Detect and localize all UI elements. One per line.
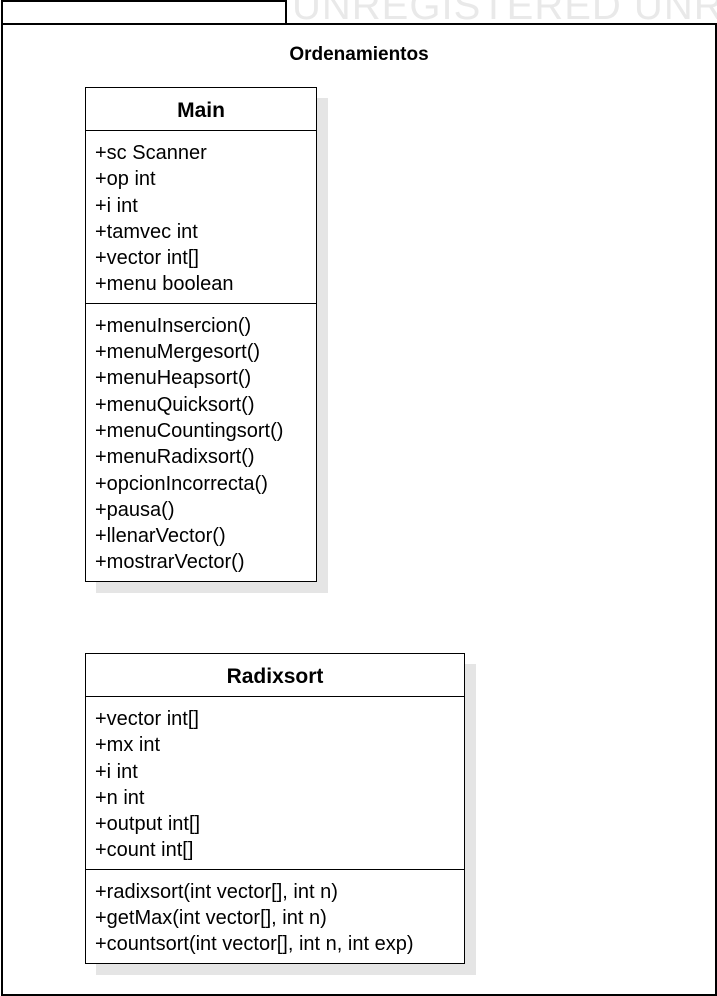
method: +menuQuicksort() — [95, 393, 255, 416]
attribute: +i int — [95, 760, 138, 783]
attribute: +op int — [95, 168, 156, 191]
method: +pausa() — [95, 498, 175, 521]
attribute: +i int — [95, 194, 138, 217]
attribute: +vector int[] — [95, 708, 199, 730]
method: +menuCountingsort() — [95, 419, 284, 442]
attribute: +vector int[] — [95, 247, 199, 270]
class-radixsort[interactable]: Radixsort +vector int[] +mx int +i int +… — [85, 653, 465, 964]
attribute: +n int — [95, 786, 145, 809]
attribute: +sc Scanner — [95, 142, 207, 164]
methods-section: +radixsort(int vector[], int n) +getMax(… — [86, 868, 464, 963]
method: +countsort(int vector[], int n, int exp) — [95, 933, 414, 956]
method: +radixsort(int vector[], int n) — [95, 880, 338, 903]
class-main[interactable]: Main +sc Scanner +op int +i int +tamvec … — [85, 87, 317, 582]
method: +menuMergesort() — [95, 341, 261, 364]
attribute: +menu boolean — [95, 273, 234, 296]
method: +menuHeapsort() — [95, 367, 252, 390]
method: +getMax(int vector[], int n) — [95, 907, 327, 930]
package-ordenamientos: Ordenamientos — [1, 23, 717, 996]
attribute: +output int[] — [95, 813, 201, 836]
package-tab — [1, 0, 287, 24]
class-name: Main — [86, 88, 316, 131]
methods-section: +menuInsercion() +menuMergesort() +menuH… — [86, 302, 316, 581]
package-title: Ordenamientos — [289, 44, 429, 65]
attributes-section: +vector int[] +mx int +i int +n int +out… — [86, 697, 464, 869]
method: +mostrarVector() — [95, 551, 245, 574]
attribute: +tamvec int — [95, 220, 198, 243]
method: +menuRadixsort() — [95, 446, 255, 469]
method: +llenarVector() — [95, 525, 226, 548]
method: +opcionIncorrecta() — [95, 472, 268, 495]
attributes-section: +sc Scanner +op int +i int +tamvec int +… — [86, 131, 316, 303]
attribute: +mx int — [95, 734, 161, 757]
method: +menuInsercion() — [95, 314, 252, 337]
attribute: +count int[] — [95, 839, 194, 862]
class-name: Radixsort — [86, 654, 464, 697]
